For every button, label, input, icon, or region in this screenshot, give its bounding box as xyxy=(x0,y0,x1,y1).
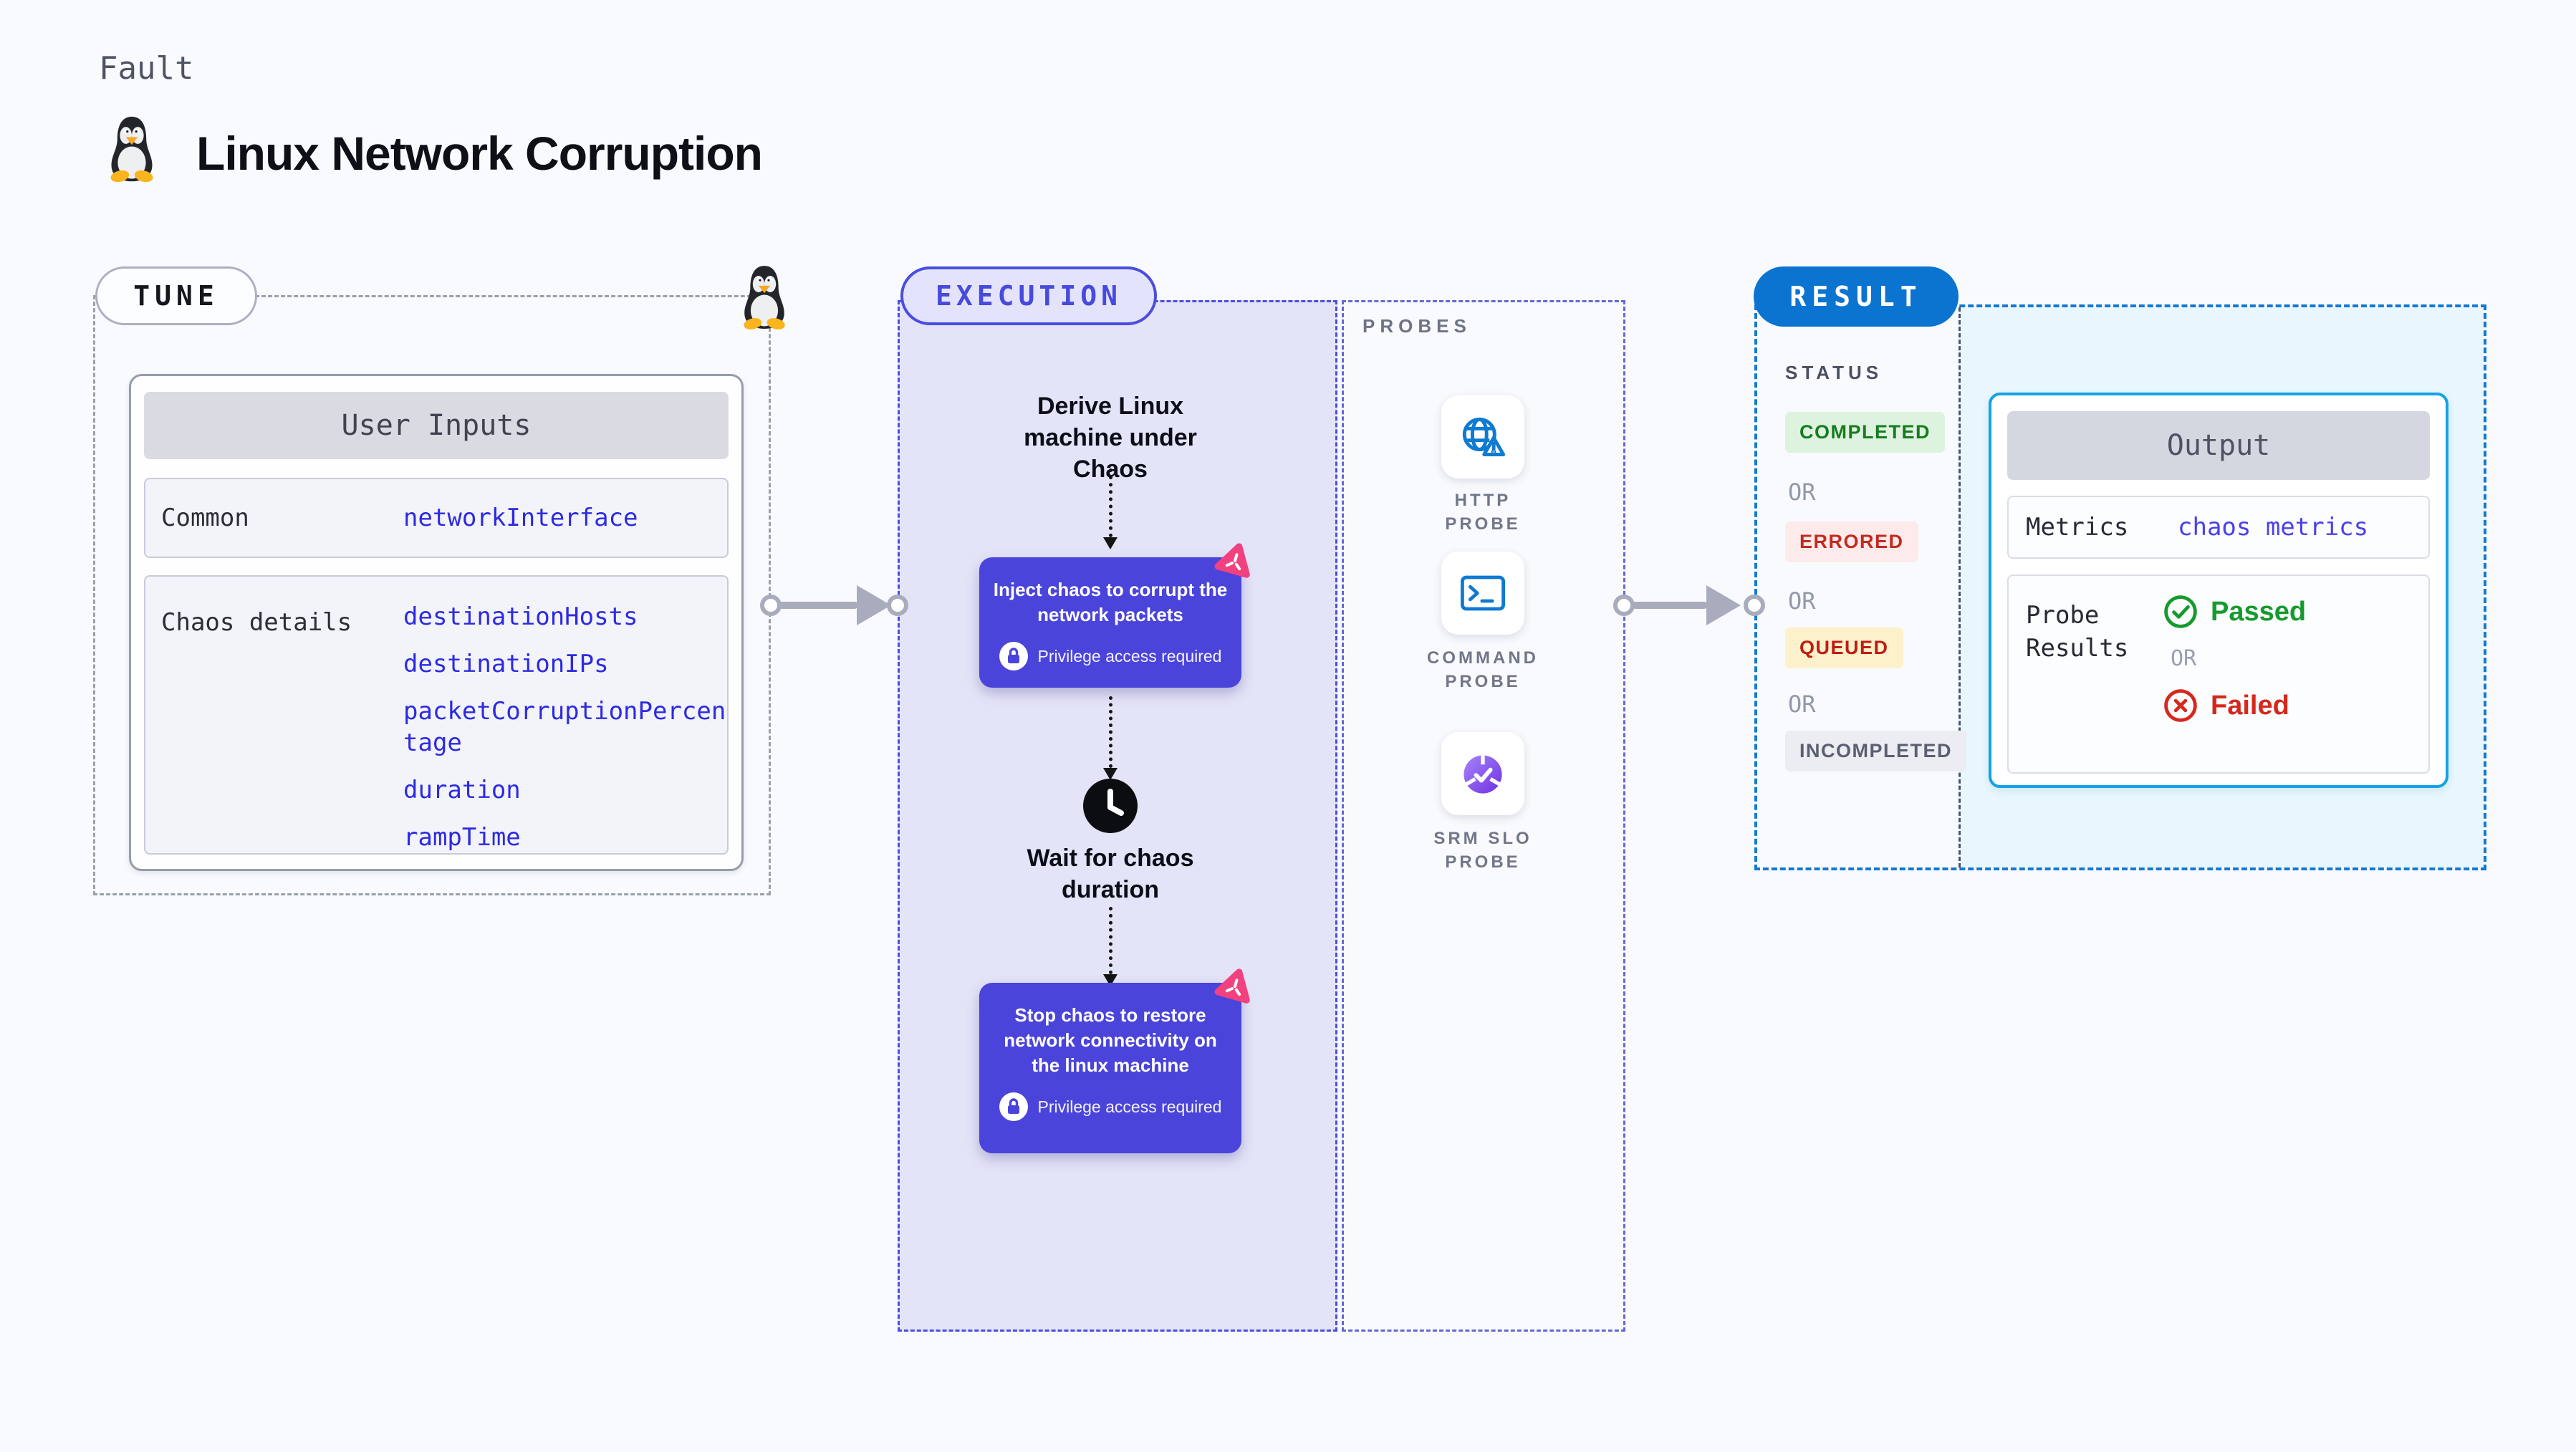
execution-to-result-arrow-head xyxy=(1706,585,1741,625)
input-value: networkInterface xyxy=(403,504,638,532)
input-values-list: destinationHosts destinationIPs packetCo… xyxy=(403,601,727,869)
or-separator: OR xyxy=(1788,587,1816,615)
stop-step-text: Stop chaos to restore network connectivi… xyxy=(1004,1004,1217,1076)
failed-row: Failed xyxy=(2163,688,2306,723)
connector-dot xyxy=(887,595,908,616)
flow-dotted-arrowhead xyxy=(1103,768,1118,780)
srm-slo-probe-label: SRM SLO PROBE xyxy=(1433,829,1532,872)
status-heading: STATUS xyxy=(1785,362,1883,383)
x-circle-icon xyxy=(2164,689,2197,722)
status-badge-errored: ERRORED xyxy=(1785,521,1918,562)
input-value: duration xyxy=(403,776,521,804)
input-value: destinationHosts xyxy=(403,602,638,631)
input-value: destinationIPs xyxy=(403,650,609,678)
input-row-label: Chaos details xyxy=(161,608,352,637)
failed-label: Failed xyxy=(2211,690,2289,721)
or-separator: OR xyxy=(2171,646,2197,671)
tune-to-execution-arrow-line xyxy=(778,602,858,609)
probes-section-box xyxy=(1342,300,1625,1332)
fault-kicker: Fault xyxy=(99,50,194,87)
flow-dotted-arrow xyxy=(1109,907,1112,974)
srm-slo-probe-card xyxy=(1441,732,1524,815)
metrics-value: chaos metrics xyxy=(2178,513,2369,542)
tune-to-execution-arrow-head xyxy=(857,585,891,625)
execution-to-result-arrow-line xyxy=(1632,602,1708,609)
privilege-note: Privilege access required xyxy=(1037,646,1222,665)
status-badge-completed: COMPLETED xyxy=(1785,412,1946,453)
http-probe-card xyxy=(1441,395,1524,479)
flow-dotted-arrow xyxy=(1109,468,1112,537)
connector-dot xyxy=(760,595,782,616)
metrics-row: Metrics chaos metrics xyxy=(2007,496,2430,559)
inject-step-text: Inject chaos to corrupt the network pack… xyxy=(993,579,1228,625)
status-badge-queued: QUEUED xyxy=(1785,628,1903,668)
output-card: Output Metrics chaos metrics Probe Resul… xyxy=(1989,393,2448,788)
lock-icon xyxy=(999,642,1028,670)
status-badge-incompleted: INCOMPLETED xyxy=(1785,731,1967,771)
check-circle-icon xyxy=(2164,595,2197,628)
input-row-chaos-details: Chaos details destinationHosts destinati… xyxy=(144,575,729,855)
probes-heading: PROBES xyxy=(1363,315,1471,337)
execution-badge: EXECUTION xyxy=(900,266,1157,325)
metrics-label: Metrics xyxy=(2026,513,2129,542)
slo-pie-check-icon xyxy=(1464,754,1502,794)
command-probe-label: COMMAND PROBE xyxy=(1427,648,1539,691)
chaos-logo-icon xyxy=(1214,540,1256,582)
stop-chaos-step-block: Stop chaos to restore network connectivi… xyxy=(979,983,1241,1153)
lock-icon xyxy=(999,1092,1028,1121)
output-title: Output xyxy=(2007,411,2430,480)
passed-row: Passed xyxy=(2163,595,2306,629)
inject-chaos-step-block: Inject chaos to corrupt the network pack… xyxy=(979,557,1241,688)
page-title: Linux Network Corruption xyxy=(196,127,763,180)
privilege-note: Privilege access required xyxy=(1037,1097,1222,1116)
or-separator: OR xyxy=(1788,479,1816,506)
probe-results-row: Probe Results Passed OR Failed xyxy=(2007,574,2430,774)
probe-results-label: Probe Results xyxy=(2026,601,2129,663)
connector-dot xyxy=(1744,595,1765,616)
passed-label: Passed xyxy=(2211,596,2307,627)
tune-badge: TUNE xyxy=(95,266,257,325)
user-inputs-card: User Inputs Common networkInterface Chao… xyxy=(129,374,744,871)
input-row-label: Common xyxy=(161,504,249,532)
input-row-common: Common networkInterface xyxy=(144,478,729,558)
execution-section-box xyxy=(898,300,1337,1332)
probe-results-values: Passed OR Failed xyxy=(2163,595,2306,723)
result-badge: RESULT xyxy=(1754,266,1959,327)
user-inputs-title: User Inputs xyxy=(144,392,729,459)
flow-dotted-arrowhead xyxy=(1103,537,1118,549)
wait-clock-icon xyxy=(1083,779,1138,833)
connector-dot xyxy=(1613,595,1635,616)
tux-penguin-corner-icon xyxy=(742,266,787,332)
http-probe-label: HTTP PROBE xyxy=(1445,491,1521,534)
tux-penguin-icon xyxy=(109,116,155,184)
wait-step-text: Wait for chaos duration xyxy=(1027,845,1194,903)
terminal-icon xyxy=(1460,575,1506,611)
flow-dotted-arrow xyxy=(1109,696,1112,768)
input-value: packetCorruptionPercentage xyxy=(403,697,726,757)
input-value: rampTime xyxy=(403,823,521,852)
or-separator: OR xyxy=(1788,691,1816,718)
globe-warning-icon xyxy=(1462,418,1506,456)
command-probe-card xyxy=(1441,552,1524,635)
chaos-logo-icon xyxy=(1214,966,1256,1007)
